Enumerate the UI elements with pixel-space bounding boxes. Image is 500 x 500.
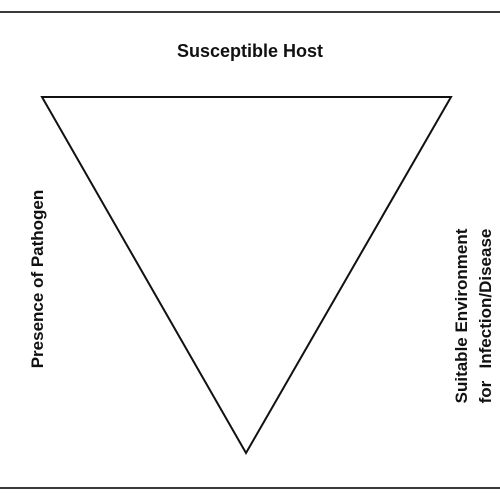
suitable-environment-line-1: Suitable Environment xyxy=(452,228,471,404)
suitable-environment-line-2: for Infection/Disease xyxy=(476,228,495,404)
top-border-line xyxy=(0,11,500,13)
susceptible-host-label: Susceptible Host xyxy=(176,41,324,61)
inverted-triangle xyxy=(40,96,453,456)
bottom-border-line xyxy=(0,487,500,489)
presence-of-pathogen-label: Presence of Pathogen xyxy=(28,189,47,369)
suitable-environment-label: Suitable Environment for Infection/Disea… xyxy=(450,229,498,404)
